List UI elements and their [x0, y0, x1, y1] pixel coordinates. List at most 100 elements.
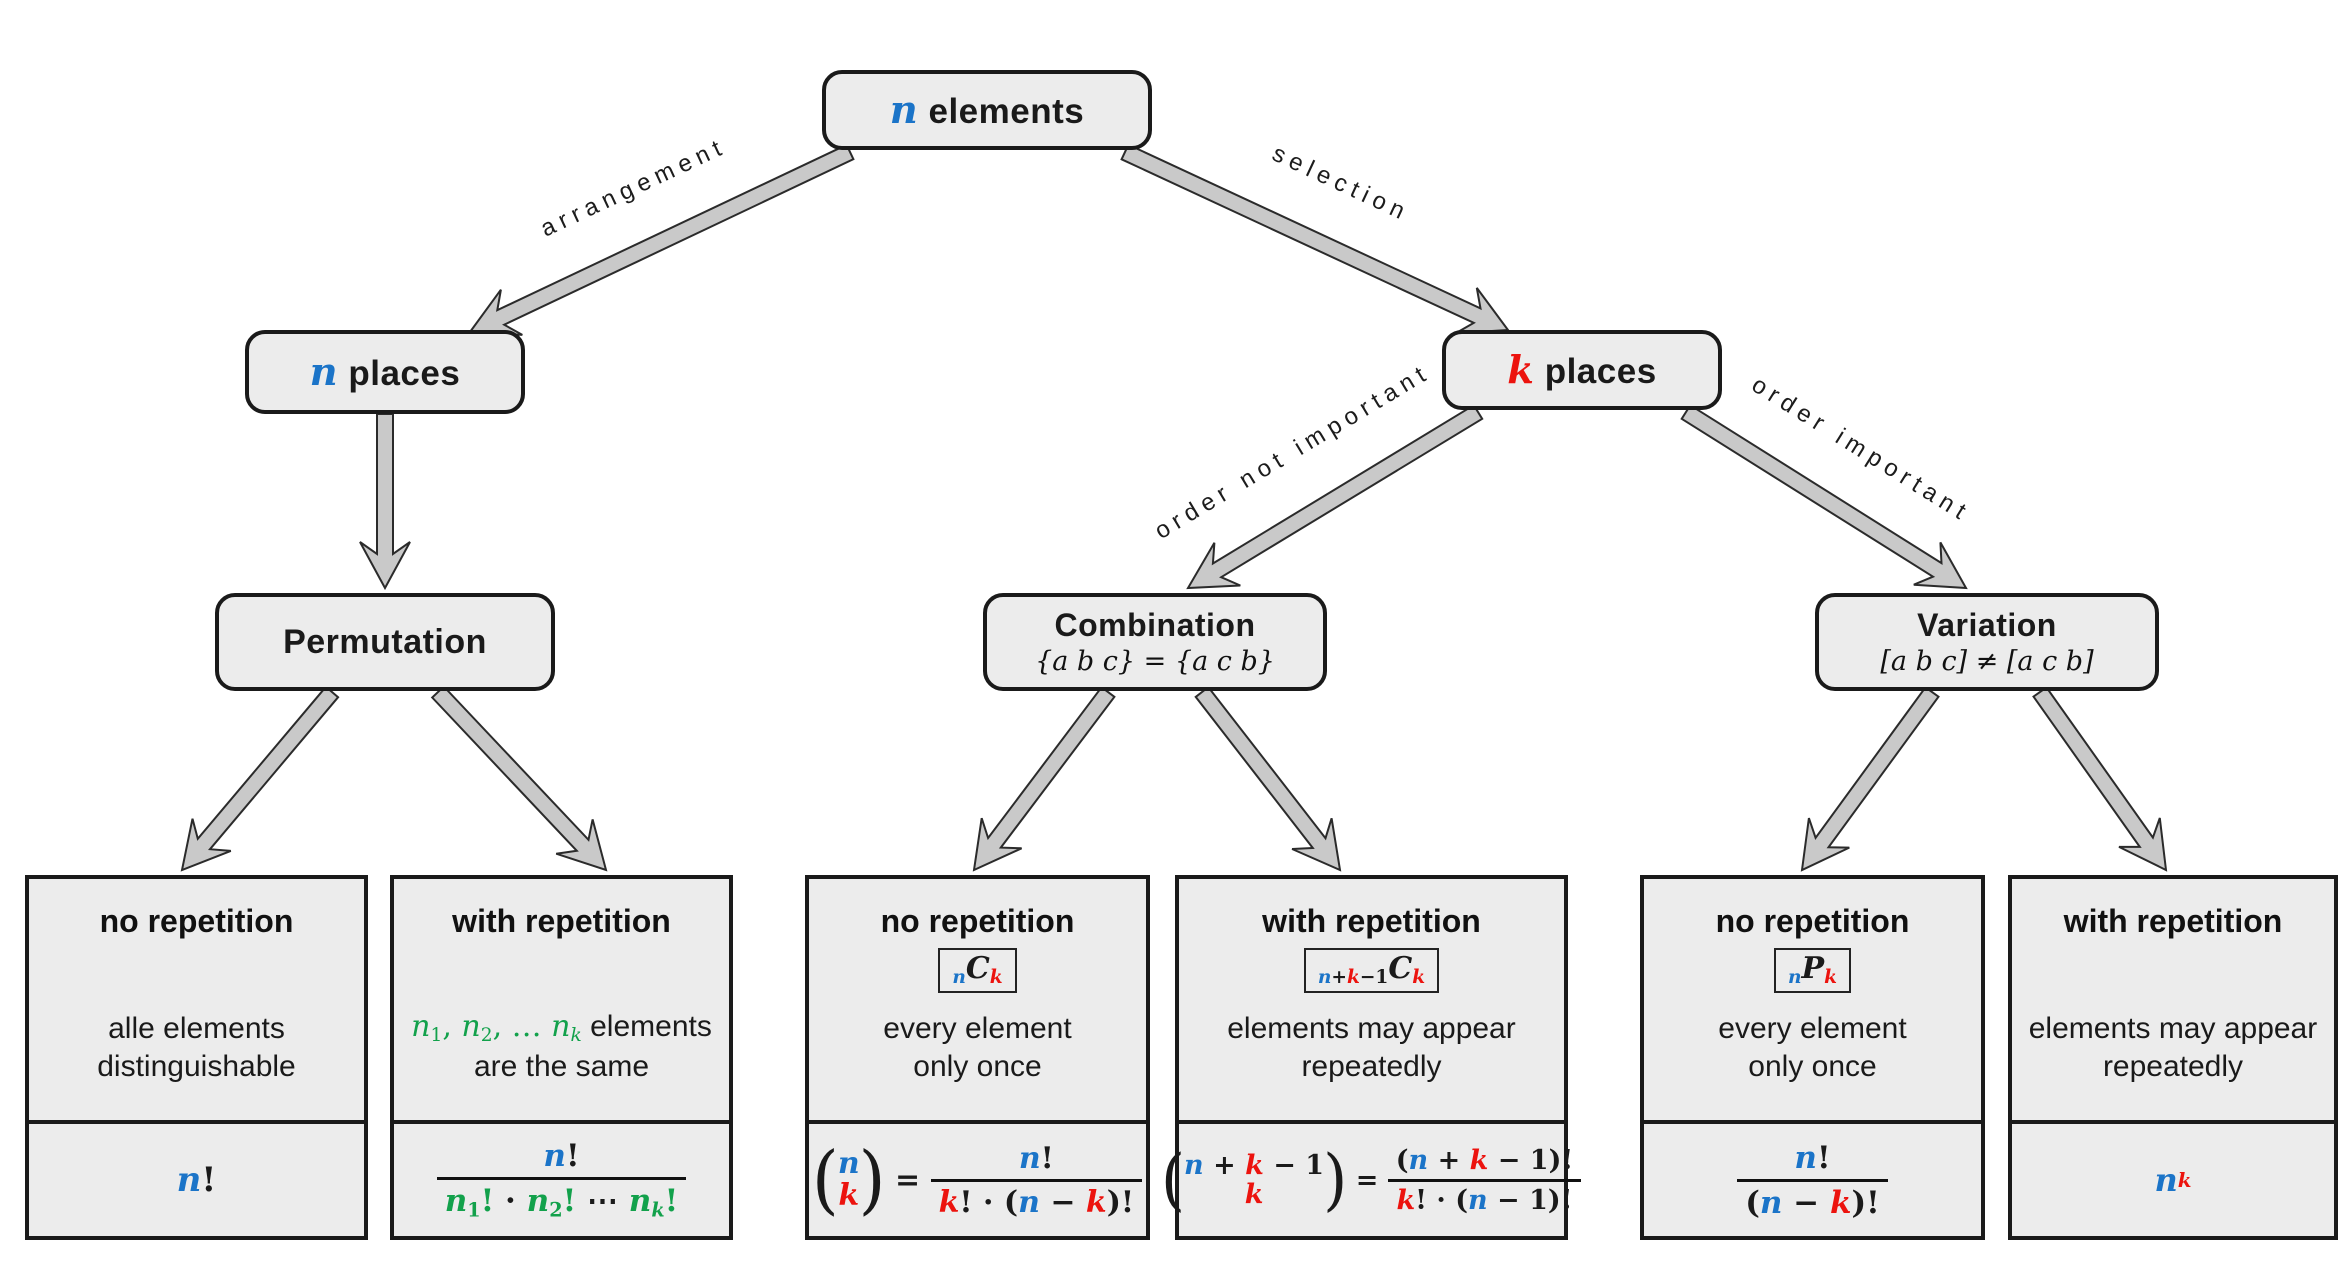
arrow — [1186, 403, 1484, 590]
arrow — [1194, 685, 1342, 872]
math-token: ( — [1395, 1144, 1409, 1176]
card-symbol-badge: nPk — [1774, 948, 1851, 994]
math-token: k — [1245, 1149, 1264, 1181]
math-token: k — [938, 1184, 960, 1220]
math-token: − — [1782, 1184, 1830, 1221]
arrow — [1800, 685, 1940, 872]
math-token: k — [1244, 1179, 1264, 1210]
math-token: k — [989, 967, 1003, 989]
math-token: elements — [581, 1010, 712, 1044]
card-description: alle elements distinguishable — [97, 1010, 295, 1086]
math-token: k — [2177, 1168, 2192, 1192]
node-subtitle: {a b c} = {a c b} — [1035, 646, 1275, 677]
math-token: − — [1488, 1144, 1530, 1176]
math-token: elements may appear — [2028, 1011, 2318, 1045]
math-token: − — [1263, 1149, 1306, 1181]
description-line: every element — [883, 1010, 1071, 1048]
math-token: n — [952, 967, 966, 989]
math-token: n — [444, 1183, 468, 1220]
math-token: n — [628, 1183, 652, 1220]
description-line: alle elements — [97, 1010, 295, 1048]
node-n-places: n places — [245, 330, 525, 414]
math-token: n — [543, 1138, 566, 1175]
math-token: k — [1412, 967, 1426, 989]
arrow — [430, 685, 608, 872]
card-description: elements may appear repeatedly — [1227, 1010, 1516, 1086]
math-token: n — [551, 1009, 571, 1045]
math-token: k — [570, 1025, 582, 1047]
arrow — [1680, 403, 1968, 590]
math-token: k — [1396, 1184, 1416, 1216]
card-formula: n!n1! · n2! ⋯ nk! — [394, 1120, 729, 1236]
math-token: elements may appear — [1227, 1011, 1516, 1045]
node-title: n places — [310, 350, 461, 395]
card-symbol-badge: nCk — [938, 948, 1017, 994]
math-token: = — [1346, 1164, 1388, 1196]
math-token: n — [461, 1009, 481, 1045]
math-token: ( — [1745, 1184, 1760, 1221]
fraction: n!k! · (n − k)! — [930, 1140, 1143, 1220]
math-token: + — [1331, 967, 1347, 989]
math-token: C — [965, 951, 990, 986]
node-combination: Combination {a b c} = {a c b} — [983, 593, 1327, 691]
node-permutation: Permutation — [215, 593, 555, 691]
description-line: elements may appear — [2029, 1010, 2318, 1048]
arrow — [1120, 143, 1510, 335]
math-token: Permutation — [283, 622, 487, 661]
math-token: C — [1388, 951, 1413, 986]
math-token: n — [1408, 1144, 1429, 1176]
node-title: n elements — [890, 88, 1084, 133]
node-title: Combination — [1054, 607, 1255, 644]
card-formula: n!(n − k)! — [1644, 1120, 1981, 1236]
math-token: Variation — [1917, 607, 2057, 643]
fraction: (n + k − 1)!k! · (n − 1)! — [1387, 1144, 1582, 1216]
card-body: with repetition n+k−1Ck elements may app… — [1179, 879, 1564, 1120]
card-header: with repetition — [452, 903, 671, 939]
math-token: ! — [664, 1183, 679, 1220]
description-line: only once — [1718, 1048, 1906, 1086]
card-formula: n! — [29, 1120, 364, 1236]
math-token: 2 — [480, 1025, 493, 1047]
card-combination-with-repetition: with repetition n+k−1Ck elements may app… — [1161, 875, 1582, 1240]
card-description: n1, n2, … nk elements are the same — [411, 1008, 712, 1086]
card-header: with repetition — [1262, 903, 1481, 939]
math-token: ! — [959, 1184, 973, 1220]
math-token: n — [1018, 1140, 1041, 1176]
math-token: places — [338, 353, 461, 393]
node-title: k places — [1507, 348, 1656, 393]
description-line: n1, n2, … nk elements — [411, 1008, 712, 1048]
math-token: k — [838, 1178, 860, 1213]
math-token: ! — [1415, 1184, 1428, 1216]
math-token: ! — [1816, 1139, 1831, 1176]
math-token: k — [651, 1198, 665, 1222]
math-token: n — [889, 87, 919, 133]
fraction: n!n1! · n2! ⋯ nk! — [436, 1138, 687, 1222]
card-body: no repetition nCk every element only onc… — [809, 879, 1146, 1120]
node-title: Permutation — [283, 623, 487, 662]
math-token: n — [411, 1009, 431, 1045]
math-token: every element — [883, 1011, 1072, 1045]
math-token: k — [1085, 1184, 1107, 1220]
node-variation: Variation [a b c] ≠ [a c b] — [1815, 593, 2159, 691]
card-description: elements may appear repeatedly — [2029, 1010, 2318, 1086]
card-permutation-no-repetition: no repetition alle elements distinguisha… — [25, 875, 368, 1240]
card-body: with repetition elements may appear repe… — [2012, 879, 2334, 1120]
node-k-places: k places — [1442, 330, 1722, 410]
card-header: no repetition — [1715, 903, 1910, 939]
card-combination-no-repetition: no repetition nCk every element only onc… — [805, 875, 1150, 1240]
math-token: ! — [565, 1138, 580, 1175]
description-line: elements may appear — [1227, 1010, 1516, 1048]
math-token: 1 — [1529, 1144, 1549, 1176]
math-token: n — [1794, 1139, 1817, 1176]
math-token: )! — [1547, 1184, 1573, 1216]
math-token: = — [884, 1162, 931, 1198]
math-token: n — [309, 349, 339, 395]
math-token: only once — [1748, 1049, 1877, 1083]
description-line: distinguishable — [97, 1048, 295, 1086]
math-token: alle elements — [108, 1011, 285, 1045]
math-token: 1 — [1529, 1184, 1548, 1216]
description-line: every element — [1718, 1010, 1906, 1048]
